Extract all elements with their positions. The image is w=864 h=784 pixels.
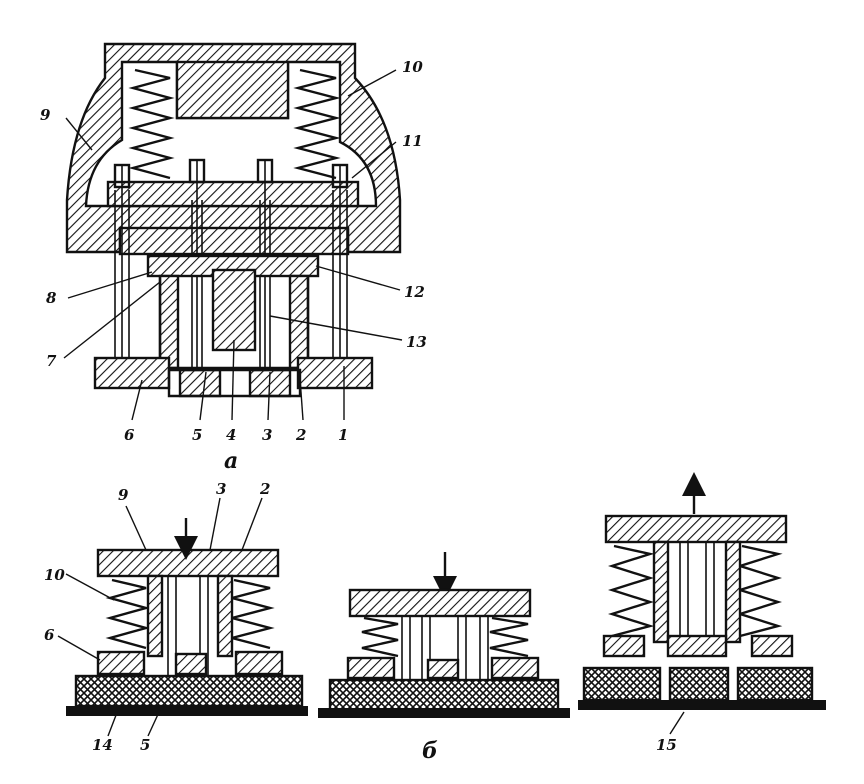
board-15-left xyxy=(582,666,662,702)
label-b-2: 2 xyxy=(259,480,270,498)
label-3: 3 xyxy=(262,426,272,444)
board-15-right xyxy=(736,666,814,702)
figure-b-middle: б xyxy=(318,552,570,764)
label-b-9: 9 xyxy=(118,486,129,504)
pad-6-right xyxy=(234,650,284,676)
base-strip xyxy=(66,706,308,716)
base-strip-mid xyxy=(318,708,570,718)
label-12: 12 xyxy=(404,283,425,301)
label-8: 8 xyxy=(46,289,57,307)
label-b-10: 10 xyxy=(44,566,65,584)
label-9: 9 xyxy=(40,106,51,124)
spring-right xyxy=(293,68,341,180)
figure-b-left: 9 3 2 10 6 14 5 xyxy=(44,480,308,754)
spring-left xyxy=(128,68,175,180)
label-13: 13 xyxy=(406,333,427,351)
central-weight xyxy=(175,60,290,120)
top-plate-right xyxy=(604,514,788,544)
board-mid xyxy=(328,678,560,712)
spring-left-b xyxy=(105,578,151,650)
pad-6-left xyxy=(96,650,146,676)
label-4: 4 xyxy=(226,426,236,444)
label-b-6: 6 xyxy=(44,626,55,644)
label-b-15: 15 xyxy=(656,736,677,754)
figure-a: 9 10 11 8 12 7 13 6 5 4 3 2 1 a xyxy=(40,42,427,474)
label-5: 5 xyxy=(192,426,202,444)
label-b-5: 5 xyxy=(140,736,150,754)
base-plate-right xyxy=(296,356,374,390)
top-plate-9 xyxy=(96,548,280,578)
label-11: 11 xyxy=(402,132,423,150)
label-7: 7 xyxy=(46,352,57,370)
base-plate-mid-left xyxy=(178,368,222,398)
label-b-14: 14 xyxy=(92,736,113,754)
leader-lines-a xyxy=(63,69,403,421)
figure-b-right: 15 xyxy=(578,472,826,754)
board-14 xyxy=(74,674,304,708)
label-2: 2 xyxy=(295,426,306,444)
caption-a: a xyxy=(224,448,238,474)
lower-plate xyxy=(118,226,350,256)
caption-b: б xyxy=(422,738,438,764)
base-plate-left xyxy=(93,356,171,390)
core-4 xyxy=(211,268,257,352)
board-15-mid xyxy=(668,666,730,702)
label-1: 1 xyxy=(338,426,348,444)
base-strip-right xyxy=(578,700,826,710)
spring-right-mid xyxy=(489,616,529,658)
plate-11 xyxy=(106,180,360,208)
spring-left-right xyxy=(608,544,655,638)
spring-right-right xyxy=(736,544,783,638)
label-10: 10 xyxy=(402,58,423,76)
top-plate-mid xyxy=(348,588,532,618)
cylinder-left-wall xyxy=(158,274,180,370)
label-b-3: 3 xyxy=(216,480,226,498)
label-6: 6 xyxy=(124,426,135,444)
spring-right-b xyxy=(227,578,275,650)
spring-left-mid xyxy=(361,616,399,658)
leader-lines-b-left xyxy=(57,497,263,737)
bolts xyxy=(113,158,349,370)
